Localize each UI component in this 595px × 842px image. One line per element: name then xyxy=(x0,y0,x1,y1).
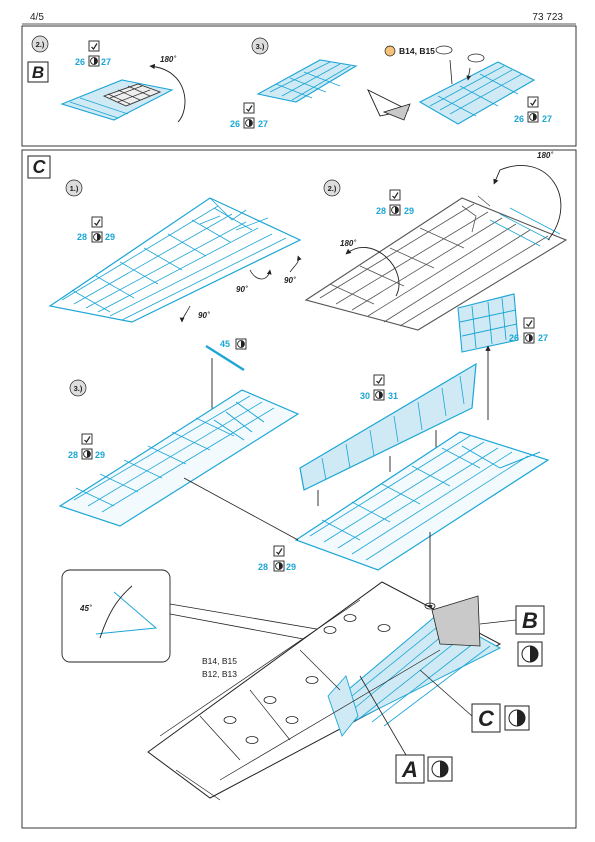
b-step-3-label: 3.) xyxy=(256,42,265,51)
product-code: 73 723 xyxy=(532,12,563,23)
c-step-3-label: 3.) xyxy=(74,384,83,393)
svg-text:B: B xyxy=(32,63,44,82)
info-icon xyxy=(384,45,396,57)
svg-text:A: A xyxy=(401,757,418,782)
section-c-frame xyxy=(21,149,577,829)
svg-text:B: B xyxy=(522,608,538,633)
section-b-letter: B xyxy=(27,61,49,83)
c-step-2-angle-a: 180˚ xyxy=(537,151,553,160)
key-b: B xyxy=(479,605,545,667)
c-step-1-angle-a: 90˚ xyxy=(236,285,248,294)
c-step-2: 2.) 28 29 180˚ 180˚ xyxy=(304,151,568,331)
c-step-3: 3.) 28 29 xyxy=(58,379,300,527)
c-step-1-part-a: 28 xyxy=(77,232,87,242)
svg-text:C: C xyxy=(33,157,47,177)
c-part-29: 29 xyxy=(286,562,296,572)
c-part-28: 28 xyxy=(258,562,268,572)
b-step-2-part-a: 26 xyxy=(75,57,85,67)
c-step-1-angle-c: 90˚ xyxy=(198,311,210,320)
fold-icon xyxy=(91,216,103,228)
b-step-4-part-a: 26 xyxy=(514,114,524,124)
c-step-1: 1.) 28 29 90˚ 90˚ 90˚ xyxy=(48,179,302,323)
b-step-4: B14, B15 26 27 xyxy=(384,45,552,125)
half-circle-icon xyxy=(273,560,285,572)
page-number: 4/5 xyxy=(30,12,44,23)
model-label-b12-b13: B12, B13 xyxy=(202,669,237,679)
key-a: A xyxy=(359,675,453,784)
c-step-3-part-a: 28 xyxy=(68,450,78,460)
c-step-3-part-b: 29 xyxy=(95,450,105,460)
c-part-26: 26 xyxy=(509,333,519,343)
c-rib-assembly: 28 29 xyxy=(183,431,550,611)
b-step-2-label: 2.) xyxy=(36,40,45,49)
fold-icon xyxy=(523,317,535,329)
half-circle-icon xyxy=(243,117,255,129)
c-step-2-angle-b: 180˚ xyxy=(340,239,356,248)
c-part-31: 31 xyxy=(388,391,398,401)
model-wing-bay: B14, B15 B12, B13 xyxy=(147,581,502,801)
c-part-26-27: 26 27 xyxy=(457,293,548,353)
c-part-45-num: 45 xyxy=(220,339,230,349)
half-circle-icon xyxy=(235,338,247,350)
b-step-3-part-a: 26 xyxy=(230,119,240,129)
fold-icon xyxy=(373,374,385,386)
c-step-2-part-b: 29 xyxy=(404,206,414,216)
svg-text:C: C xyxy=(478,706,495,731)
section-b-frame xyxy=(21,25,577,147)
fold-icon xyxy=(527,96,539,108)
fold-icon xyxy=(273,545,285,557)
c-step-2-part-a: 28 xyxy=(376,206,386,216)
fold-icon xyxy=(81,433,93,445)
c-step-1-part-b: 29 xyxy=(105,232,115,242)
half-circle-icon xyxy=(81,448,93,460)
detail-angle-label: 45˚ xyxy=(79,604,92,613)
half-circle-icon xyxy=(523,332,535,344)
b-step-3: 3.) 26 27 xyxy=(230,37,411,129)
half-circle-icon xyxy=(389,204,401,216)
section-c-letter: C xyxy=(27,155,51,179)
c-part-45: 45 xyxy=(205,338,247,419)
fold-icon xyxy=(389,189,401,201)
b-step-4-part-b: 27 xyxy=(542,114,552,124)
half-circle-icon xyxy=(527,111,539,123)
b-step-2-angle: 180˚ xyxy=(160,55,176,64)
b-step-2: 2.) 26 27 180˚ xyxy=(31,35,186,123)
c-step-1-angle-b: 90˚ xyxy=(284,276,296,285)
b-step-4-parts-note: B14, B15 xyxy=(399,46,435,56)
half-circle-icon xyxy=(91,231,103,243)
c-part-30: 30 xyxy=(360,391,370,401)
fold-icon xyxy=(243,102,255,114)
half-circle-icon xyxy=(373,389,385,401)
fold-icon xyxy=(88,40,100,52)
c-step-1-label: 1.) xyxy=(70,184,79,193)
model-label-b14-b15: B14, B15 xyxy=(202,656,237,666)
detail-angle-callout: 45˚ xyxy=(61,569,335,663)
b-step-3-part-b: 27 xyxy=(258,119,268,129)
half-circle-icon xyxy=(88,55,100,67)
c-part-27: 27 xyxy=(538,333,548,343)
key-c: C xyxy=(419,669,530,733)
b-step-2-part-b: 27 xyxy=(101,57,111,67)
c-step-2-label: 2.) xyxy=(328,184,337,193)
c-part-30-31: 30 31 xyxy=(299,346,488,506)
